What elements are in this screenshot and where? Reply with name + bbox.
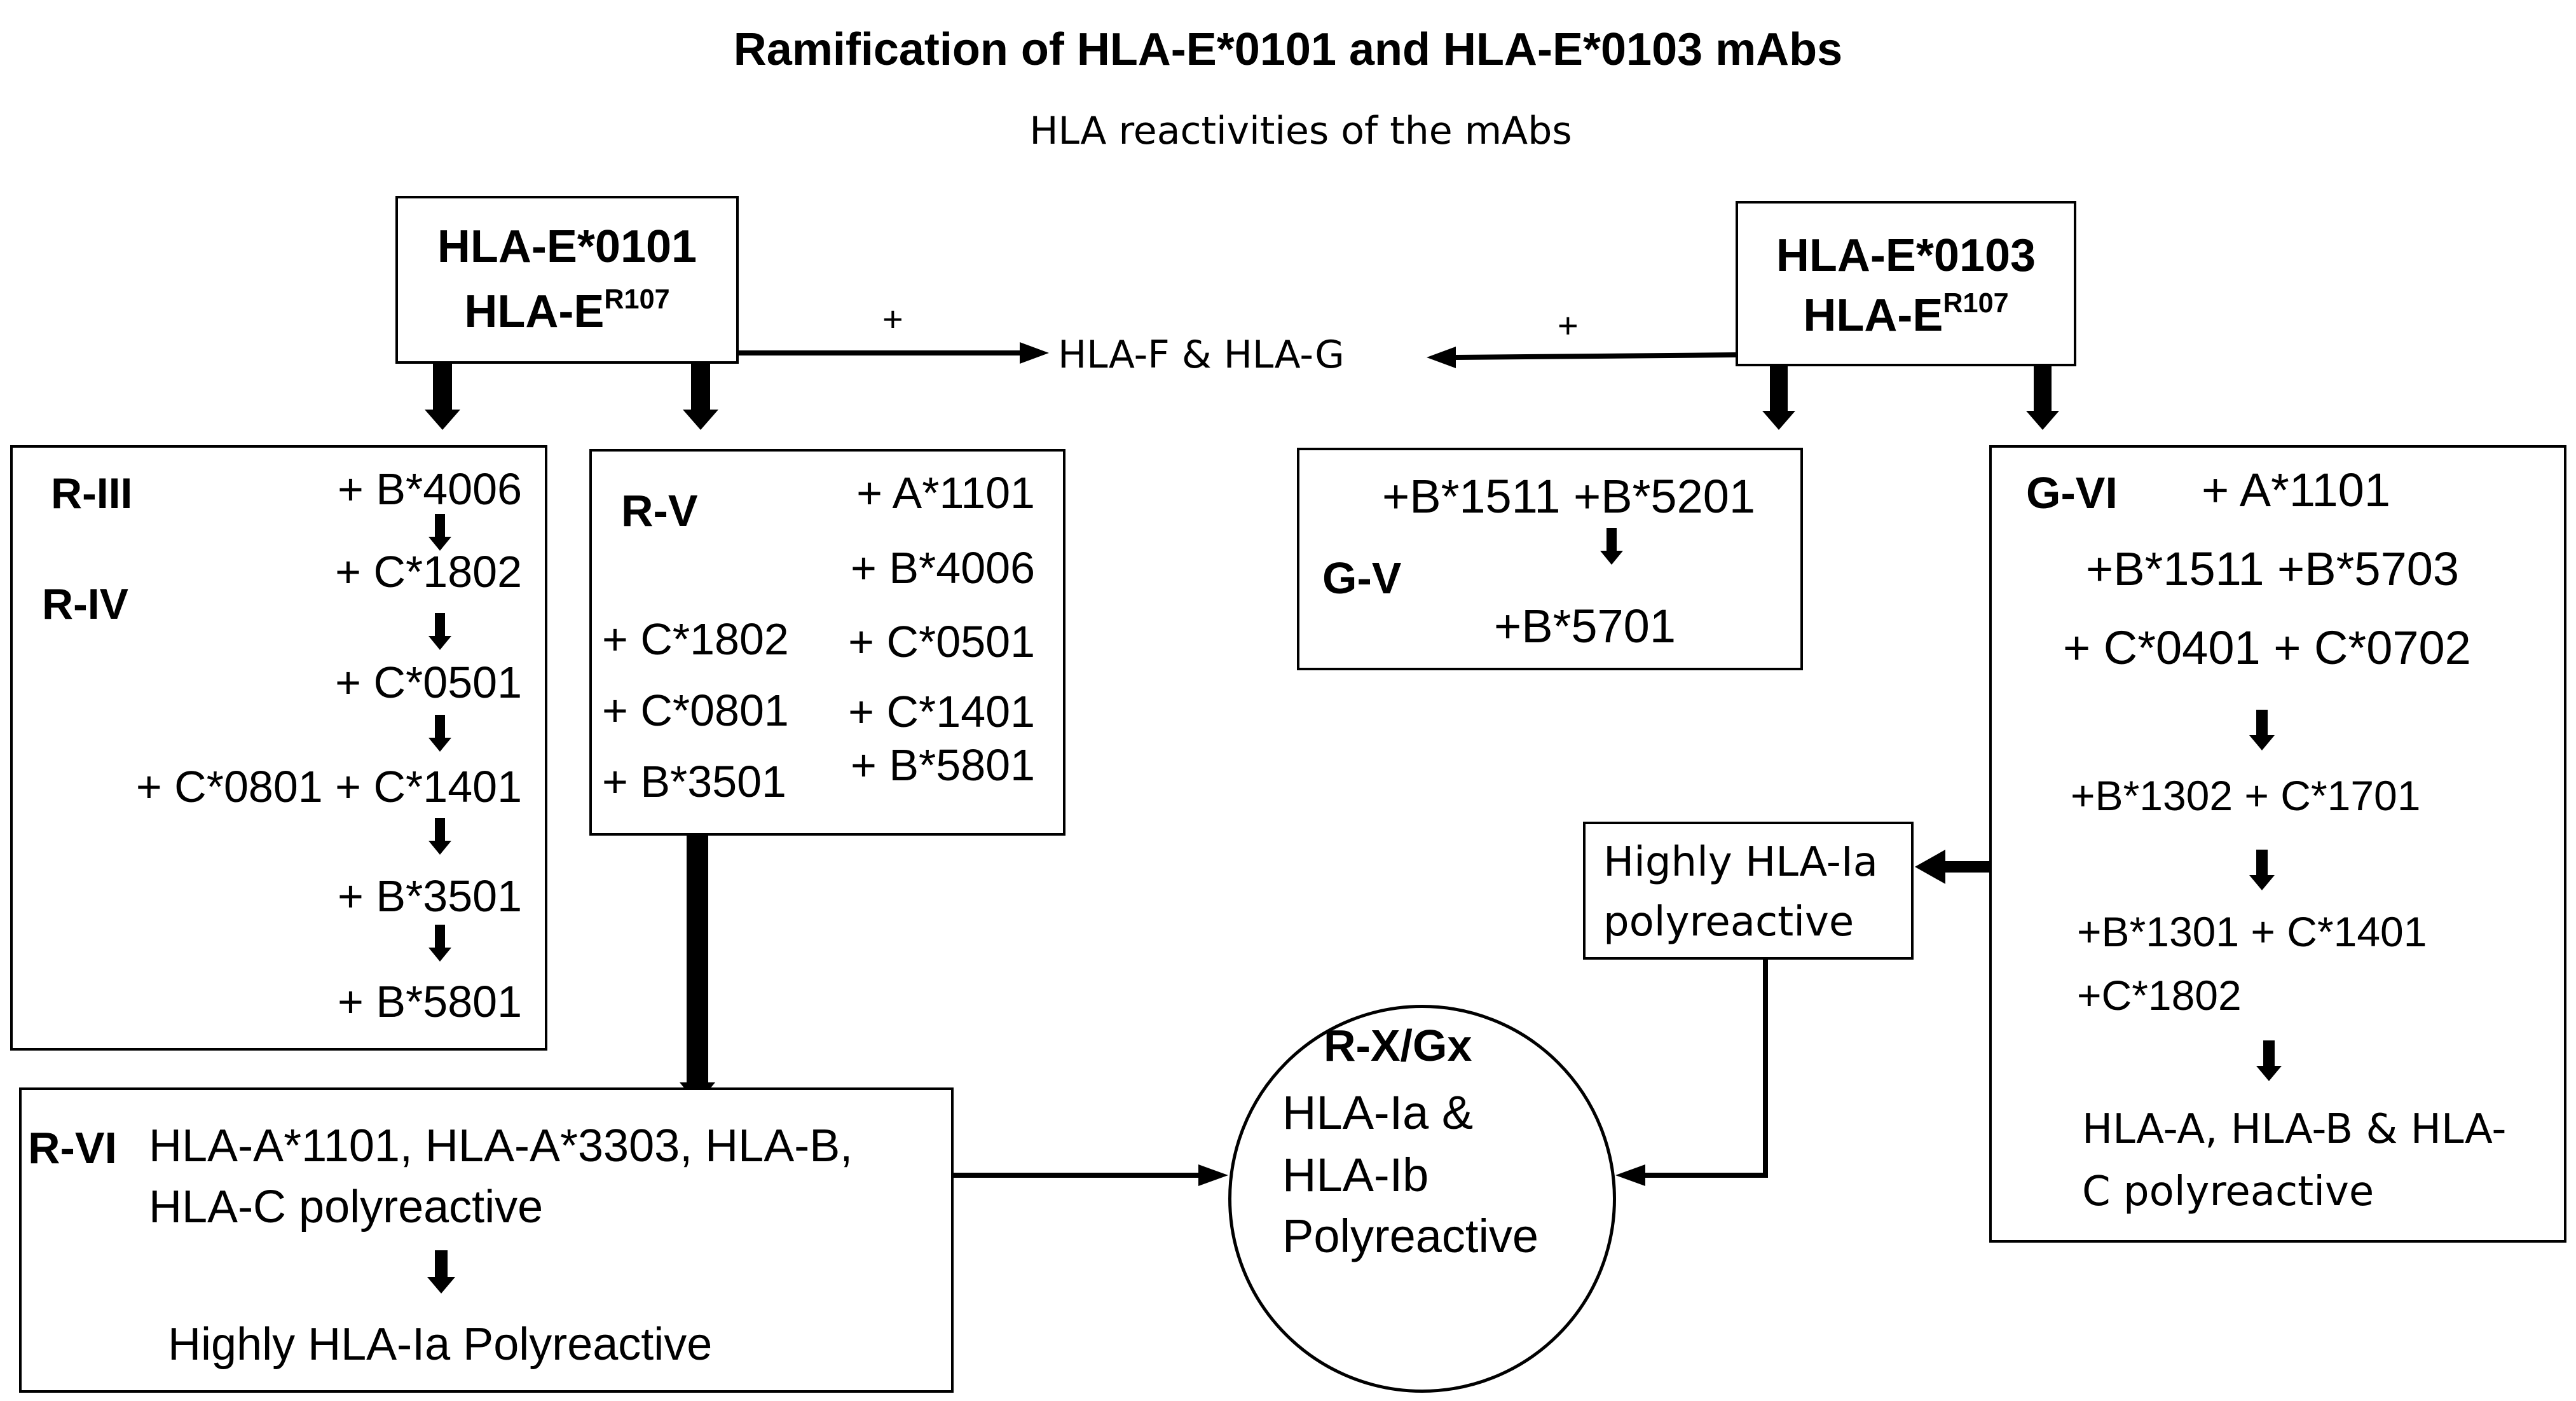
arrow-e0103-to-fg: [1455, 352, 1736, 360]
r6-bottom: Highly HLA-Ia Polyreactive: [168, 1319, 713, 1370]
g5-bottom-line: +B*5701: [1494, 600, 1676, 652]
hla-e0103-box: HLA-E*0103 HLA-ER107: [1736, 201, 2076, 366]
g6-line-a1101: + A*1101: [2202, 464, 2390, 516]
r6-line1: HLA-A*1101, HLA-A*3303, HLA-B,: [149, 1121, 853, 1171]
rx-gx-circle: R-X/Gx HLA-Ia & HLA-Ib Polyreactive: [1228, 1005, 1616, 1393]
hla-e0103-r107-label: HLA-ER107: [1738, 289, 2074, 341]
arrowhead-circle-left: [1198, 1164, 1228, 1186]
rx-gx-line2: HLA-Ib: [1282, 1149, 1429, 1201]
g6-line-polyreactive-2: C polyreactive: [2082, 1168, 2374, 1215]
g5-box: +B*1511 +B*5201 G-V +B*5701: [1297, 448, 1803, 670]
r3-r4-box: R-III R-IV + B*4006 + C*1802 + C*0501 + …: [10, 445, 547, 1051]
hla-e0101-label: HLA-E*0101: [437, 221, 697, 272]
r5-c0501: + C*0501: [848, 617, 1035, 666]
r6-line2: HLA-C polyreactive: [149, 1182, 544, 1232]
r5-b5801: + B*5801: [851, 740, 1035, 790]
r5-c1401: + C*1401: [848, 687, 1035, 736]
g6-line-c0401-c0702: + C*0401 + C*0702: [2063, 621, 2471, 674]
r5-a1101: + A*1101: [856, 468, 1035, 518]
r5-box: R-V + A*1101 + B*4006 + C*1802 + C*0501 …: [589, 449, 1065, 836]
arrowhead-fg-left: [1020, 342, 1049, 364]
r6-label: R-VI: [28, 1123, 117, 1173]
r5-c0801: + C*0801: [602, 686, 789, 735]
hla-e0101-r107-sup: R107: [604, 284, 670, 315]
g6-line-b1301-c1401: +B*1301 + C*1401: [2077, 908, 2427, 955]
plus-label-left: +: [882, 299, 903, 339]
highly-polyreactive-line1: Highly HLA-Ia: [1603, 839, 1878, 886]
hla-e0101-box: HLA-E*0101 HLA-ER107: [395, 196, 739, 364]
highly-polyreactive-line2: polyreactive: [1603, 899, 1854, 946]
r5-b4006: + B*4006: [851, 543, 1035, 593]
rx-gx-line1: HLA-Ia &: [1282, 1086, 1474, 1139]
arrowhead-fg-right: [1427, 347, 1456, 368]
g6-line-b1511-b5703: +B*1511 +B*5703: [2086, 542, 2460, 595]
g6-box: G-VI + A*1101 +B*1511 +B*5703 + C*0401 +…: [1989, 445, 2566, 1243]
r3-step-b5801: + B*5801: [338, 977, 522, 1026]
r4-label: R-IV: [42, 580, 128, 628]
elbow-highly-to-circle: [1645, 960, 1768, 1178]
hla-e0103-label: HLA-E*0103: [1776, 230, 2036, 281]
rx-gx-label: R-X/Gx: [1324, 1021, 1472, 1070]
arrowhead-highly: [1915, 850, 1945, 884]
diagram-title: Ramification of HLA-E*0101 and HLA-E*010…: [733, 24, 1843, 75]
g6-line-polyreactive-1: HLA-A, HLA-B & HLA-: [2082, 1106, 2507, 1153]
rx-gx-line3: Polyreactive: [1282, 1210, 1539, 1262]
hla-e0101-r107-label: HLA-ER107: [398, 286, 736, 337]
g5-label: G-V: [1322, 553, 1402, 603]
g6-line-c1802: +C*1802: [2077, 972, 2242, 1019]
plus-label-right: +: [1558, 305, 1579, 345]
hla-e0103-r107-base: HLA-E: [1803, 290, 1943, 341]
hla-e0103-r107-sup: R107: [1943, 288, 2009, 319]
g6-label: G-VI: [2026, 468, 2118, 518]
r3-step-b3501: + B*3501: [338, 871, 522, 921]
g6-line-b1302-c1701: +B*1302 + C*1701: [2071, 772, 2421, 819]
r5-c1802: + C*1802: [602, 614, 789, 664]
r6-box: R-VI HLA-A*1101, HLA-A*3303, HLA-B, HLA-…: [19, 1087, 954, 1393]
r5-b3501: + B*3501: [602, 757, 786, 806]
r3-step-c1802: + C*1802: [335, 547, 522, 597]
r3-step-c0501: + C*0501: [335, 658, 522, 707]
diagram-subtitle: HLA reactivities of the mAbs: [1029, 109, 1572, 153]
r3-step-c0801-c1401: + C*0801 + C*1401: [135, 762, 522, 811]
g5-top-line: +B*1511 +B*5201: [1382, 470, 1756, 523]
hla-fg-label: HLA-F & HLA-G: [1058, 333, 1345, 377]
arrowhead-circle-right: [1615, 1164, 1645, 1186]
r3-label: R-III: [51, 469, 133, 518]
hla-e0101-r107-base: HLA-E: [464, 286, 605, 337]
highly-polyreactive-box: Highly HLA-Ia polyreactive: [1583, 822, 1914, 960]
r3-step-b4006: + B*4006: [338, 464, 522, 514]
r5-label: R-V: [621, 486, 698, 535]
